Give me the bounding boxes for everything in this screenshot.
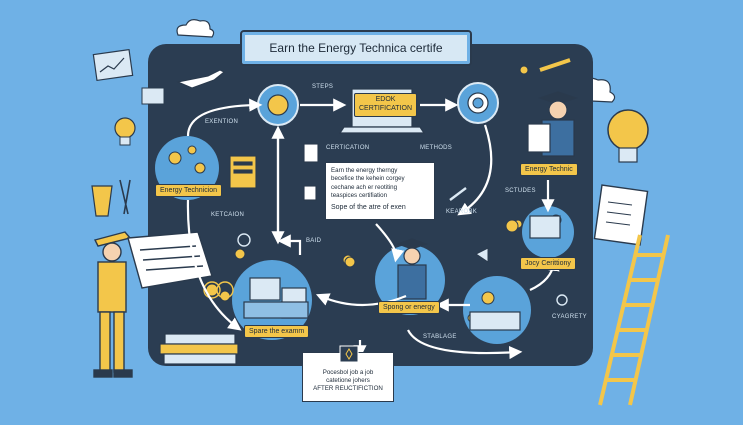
center-card-line-5: Sope of the atre of exen <box>331 204 406 212</box>
cloud-icon <box>176 19 215 38</box>
label-kearobk: KEAROBK <box>446 209 478 215</box>
page-title: Earn the Energy Technica certife <box>240 30 472 66</box>
label-cyagrety: CYAGRETY <box>552 314 587 320</box>
tag-spong-energy: Spong or energy <box>378 301 440 314</box>
lightbulb-icon <box>519 65 529 75</box>
tag-edok-line-1: EDOK <box>375 96 396 103</box>
bottom-card-line-1: Pocesbol job a job <box>322 369 374 376</box>
magnifier-icon <box>556 294 568 306</box>
label-ketcaion: KETCAION <box>211 212 245 218</box>
label-certication: CERTICATION <box>326 145 370 151</box>
label-sctudes: SCTUDES <box>505 188 536 194</box>
document-icon <box>229 143 319 201</box>
tag-jocy-cerittiony: Jocy Cerittiony <box>520 257 576 270</box>
coin-icon <box>344 256 356 268</box>
step-node-bottom-right <box>463 276 531 344</box>
pencil-icon <box>539 58 571 72</box>
airplane-icon <box>176 69 225 89</box>
label-steps: STEPS <box>312 84 334 90</box>
megaphone-icon <box>475 247 489 263</box>
graduate-icon <box>396 238 428 300</box>
lamp-icon <box>91 185 113 217</box>
pliers-icon <box>119 179 131 215</box>
machine-icon <box>243 215 561 331</box>
target-icon <box>237 233 251 247</box>
page-title-text: Earn the Energy Technica certife <box>269 41 443 55</box>
tag-edok-certification: EDOK CERTIFICATION <box>354 93 418 117</box>
center-card-line-4: teaspices certifiation <box>331 192 388 200</box>
bottom-info-card: Pocesbol job a job catetione johers AFTE… <box>302 345 394 402</box>
certificate-icon <box>339 345 359 363</box>
bottom-card-line-2: catetione johers <box>326 377 370 385</box>
tag-edok-line-2: CERTIFICATION <box>359 104 413 112</box>
link-icon <box>203 281 234 299</box>
graduate-with-document-icon <box>527 91 578 157</box>
sun-icon <box>505 219 519 233</box>
tag-spare-exam: Spare the examm <box>244 325 310 338</box>
tag-energy-technicion: Energy Technicion <box>155 184 223 197</box>
label-baid: BAID <box>306 238 322 244</box>
center-card-line-3: cechane ach er reotiting <box>331 183 398 191</box>
ladder-icon <box>598 234 670 406</box>
lightbulb-icon <box>114 117 136 146</box>
center-card-line-2: becefice the kehein corgey <box>331 175 405 183</box>
lightbulb-icon <box>607 109 649 163</box>
chart-card-icon <box>92 48 165 105</box>
label-exention: EXENTION <box>205 119 239 125</box>
bottom-card-line-3: AFTER REUCTIFICTION <box>313 385 383 393</box>
center-info-card: Earn the energy therngy becefice the keh… <box>325 162 435 220</box>
label-methods: METHODS <box>420 145 453 151</box>
clipboard-icon <box>593 184 649 246</box>
label-stablage: STABLAGE <box>423 334 457 340</box>
flow-arrows <box>186 98 560 360</box>
tag-energy-technic: Energy Technic <box>520 163 578 176</box>
center-card-line-1: Earn the energy therngy <box>331 167 398 174</box>
books-icon <box>159 333 239 365</box>
wrench-icon <box>449 187 467 201</box>
